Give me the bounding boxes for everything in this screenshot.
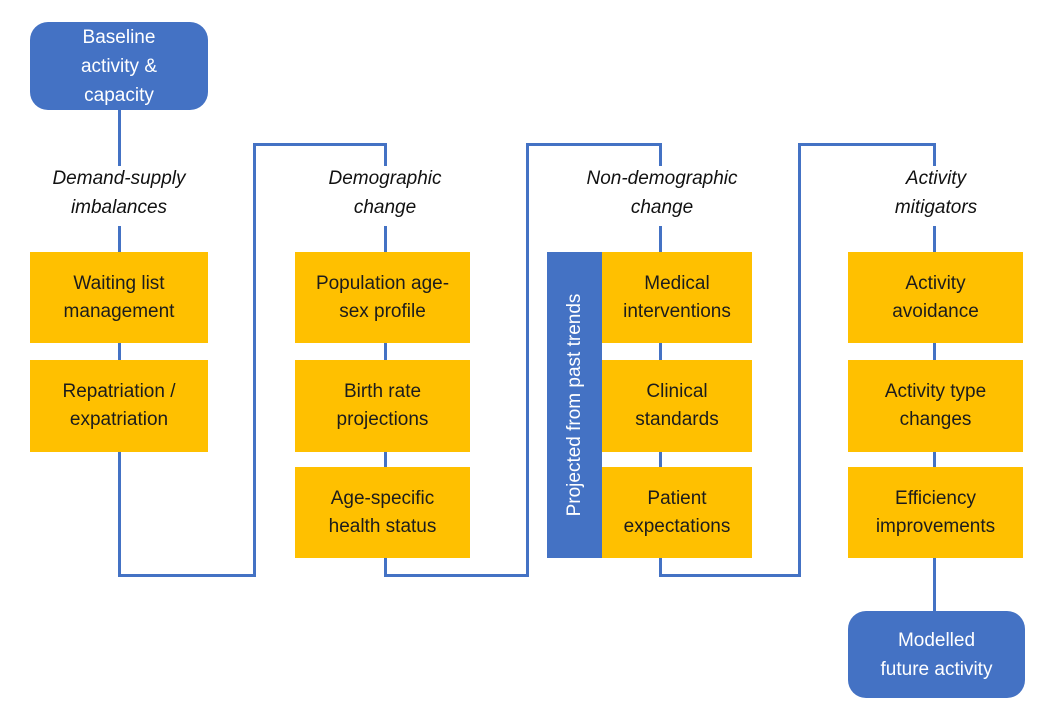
start-node-baseline: Baseline activity & capacity [30,22,208,110]
side-label-text: Projected from past trends [563,293,585,517]
connector-col2-upleg [253,143,256,577]
box-medical-interventions: Medical interventions [602,252,752,343]
box-activity-avoidance: Activity avoidance [848,252,1023,343]
box-age-specific-health-status: Age-specific health status [295,467,470,558]
connector-col1-start-stub [118,110,121,166]
connector-col4-top [798,143,936,146]
connector-col2-header-stub [384,146,387,166]
box-birth-rate-projections: Birth rate projections [295,360,470,452]
connector-col3-bottom [659,574,801,577]
connector-col3-top [526,143,662,146]
connector-col4-upleg [798,143,801,577]
box-clinical-standards: Clinical standards [602,360,752,452]
header-non-demographic-change: Non-demographic change [586,168,738,218]
connector-col3-upleg [526,143,529,577]
box-activity-type-changes: Activity type changes [848,360,1023,452]
box-waiting-list-management: Waiting list management [30,252,208,343]
box-population-age-sex-profile: Population age-sex profile [295,252,470,343]
connector-col1-bottom [118,574,256,577]
box-efficiency-improvements: Efficiency improvements [848,467,1023,558]
side-label-projected-from-past-trends: Projected from past trends [547,252,602,558]
header-demographic-change: Demographic change [328,168,442,218]
connector-col2-top [253,143,387,146]
connector-col3-header-stub [659,146,662,166]
header-activity-mitigators: Activity mitigators [894,168,978,218]
header-demand-supply-imbalances: Demand-supply imbalances [52,168,186,218]
connector-col2-bottom [384,574,528,577]
connector-col4-header-stub [933,146,936,166]
end-node-modelled-future-activity: Modelled future activity [848,611,1025,698]
box-repatriation-expatriation: Repatriation / expatriation [30,360,208,452]
box-patient-expectations: Patient expectations [602,467,752,558]
